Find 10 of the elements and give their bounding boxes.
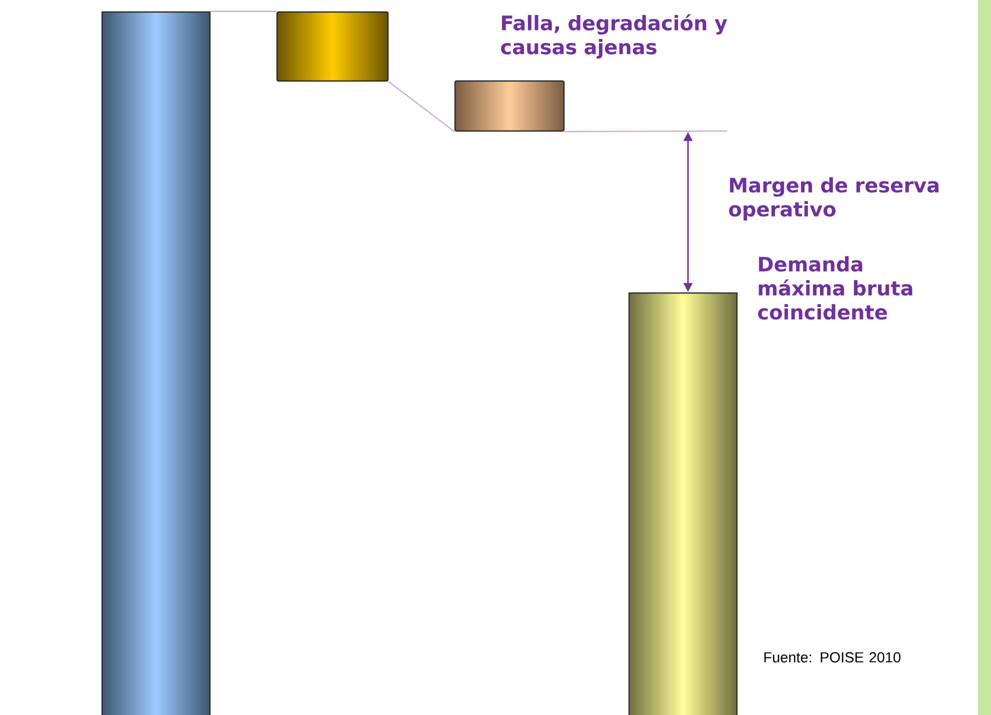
guide-line	[564, 130, 727, 132]
block	[454, 80, 565, 132]
block	[276, 11, 389, 82]
guide-line	[388, 81, 455, 132]
margin-label: Margen de reserva operativo	[729, 177, 938, 221]
bar-label: Demanda máxima bruta coincidente	[758, 256, 912, 320]
guide-line	[210, 10, 276, 12]
source-note: Fuente: POISE 2010	[764, 652, 900, 662]
bar	[101, 11, 211, 715]
callout-label: Falla, degradación y causas ajenas	[501, 14, 728, 58]
